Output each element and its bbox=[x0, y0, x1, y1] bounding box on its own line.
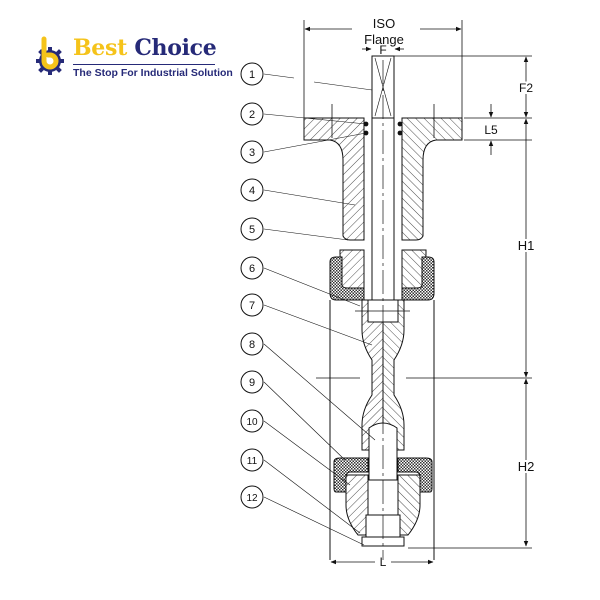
iso-flange-dimension bbox=[303, 20, 463, 120]
svg-text:10: 10 bbox=[246, 417, 258, 428]
dim-h2-label: H2 bbox=[518, 459, 535, 474]
svg-text:4: 4 bbox=[249, 185, 255, 197]
iso-label: ISO bbox=[373, 16, 395, 31]
brand-name: Best Choice bbox=[73, 35, 217, 61]
body-outline bbox=[329, 300, 435, 560]
callout-6: 6 bbox=[240, 256, 264, 280]
dim-h1-label: H1 bbox=[518, 238, 535, 253]
flange-body bbox=[303, 104, 463, 241]
callout-8: 8 bbox=[240, 332, 264, 356]
svg-text:12: 12 bbox=[246, 493, 258, 504]
flange-label: Flange bbox=[364, 32, 404, 47]
svg-text:2: 2 bbox=[249, 109, 255, 121]
brand-underline bbox=[73, 64, 215, 65]
right-dimension-lines bbox=[394, 55, 532, 549]
dim-l5-label: L5 bbox=[484, 123, 498, 137]
dim-f-label: F bbox=[379, 43, 386, 57]
brand-name-best: Best bbox=[73, 35, 127, 61]
callout-11: 11 bbox=[240, 448, 264, 472]
svg-text:1: 1 bbox=[249, 69, 255, 81]
callout-9: 9 bbox=[240, 370, 264, 394]
brand-logo: Best Choice The Stop For Industrial Solu… bbox=[33, 33, 233, 93]
callout-3: 3 bbox=[240, 140, 264, 164]
o-ring-seals bbox=[363, 121, 403, 136]
part-callouts: 1 2 3 4 5 6 7 8 9 10 11 12 bbox=[240, 62, 264, 509]
dim-l-label: L bbox=[380, 555, 387, 569]
callout-5: 5 bbox=[240, 217, 264, 241]
square-drive bbox=[371, 55, 395, 119]
callout-1: 1 bbox=[240, 62, 264, 86]
svg-text:9: 9 bbox=[249, 377, 255, 389]
svg-text:7: 7 bbox=[249, 300, 255, 312]
gear-logo-icon bbox=[36, 36, 64, 75]
callout-4: 4 bbox=[240, 178, 264, 202]
brand-tagline: The Stop For Industrial Solution bbox=[73, 67, 233, 79]
svg-text:8: 8 bbox=[249, 339, 255, 351]
disc bbox=[355, 299, 410, 481]
upper-hub bbox=[329, 249, 435, 301]
callout-7: 7 bbox=[240, 293, 264, 317]
svg-text:5: 5 bbox=[249, 224, 255, 236]
callout-12: 12 bbox=[240, 485, 264, 509]
leader-lines bbox=[263, 73, 376, 546]
svg-text:3: 3 bbox=[249, 147, 255, 159]
dim-f2-label: F2 bbox=[519, 81, 533, 95]
svg-text:6: 6 bbox=[249, 263, 255, 275]
brand-name-choice: Choice bbox=[134, 35, 217, 61]
svg-text:11: 11 bbox=[247, 456, 258, 467]
callout-2: 2 bbox=[240, 102, 264, 126]
centerlines bbox=[316, 60, 452, 560]
callout-10: 10 bbox=[240, 409, 264, 433]
